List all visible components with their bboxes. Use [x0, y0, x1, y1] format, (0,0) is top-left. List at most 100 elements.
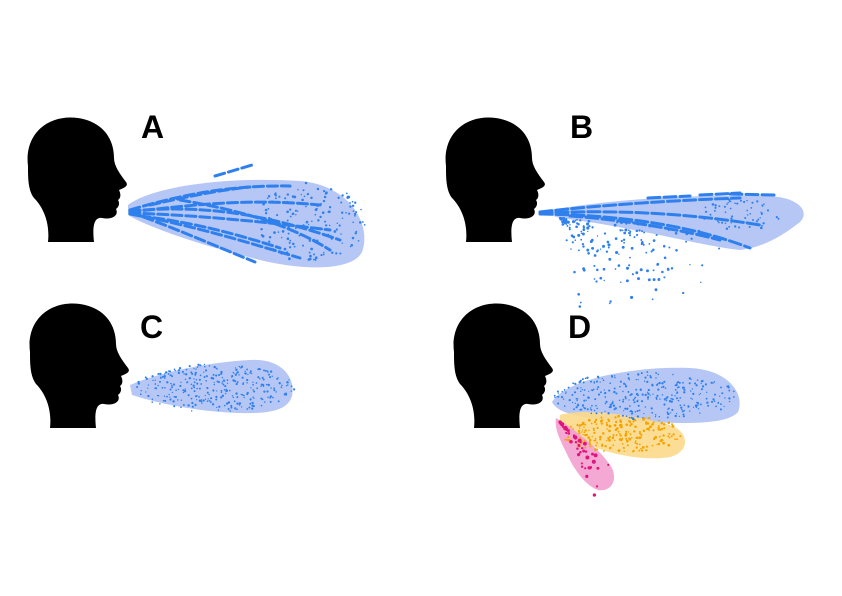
particle — [580, 408, 583, 411]
particle-streak — [148, 185, 252, 207]
particle — [236, 396, 239, 399]
particle — [580, 387, 582, 389]
particle — [273, 389, 276, 392]
particle — [662, 244, 666, 248]
particle — [581, 242, 585, 246]
particle — [264, 401, 266, 403]
particle — [667, 408, 669, 410]
particle — [580, 462, 583, 465]
particle — [638, 443, 641, 446]
particle — [617, 414, 620, 418]
particle — [746, 209, 749, 212]
particle — [232, 379, 235, 382]
particle — [677, 381, 680, 384]
particle — [300, 193, 303, 196]
particle — [206, 375, 208, 378]
particle — [674, 384, 677, 387]
particle — [563, 389, 566, 391]
particle — [730, 217, 733, 220]
particle — [667, 412, 670, 416]
particle — [654, 416, 657, 418]
particle — [647, 398, 649, 400]
particle — [703, 217, 706, 220]
particle — [604, 391, 607, 395]
particle-streak — [728, 192, 778, 197]
particle — [246, 408, 249, 410]
particle — [556, 396, 558, 398]
particle — [202, 399, 205, 402]
particle — [198, 387, 201, 390]
particle — [329, 188, 333, 191]
particle — [238, 365, 241, 368]
particle — [607, 437, 610, 440]
particle — [569, 439, 573, 444]
particle — [346, 196, 350, 199]
particle — [584, 429, 587, 432]
particle — [580, 232, 583, 235]
particle — [631, 273, 634, 276]
particle — [577, 233, 581, 237]
particle — [566, 220, 570, 224]
particle — [642, 429, 646, 433]
particle — [705, 397, 708, 400]
particle — [154, 387, 157, 390]
particle — [191, 372, 194, 375]
panel-label: B — [570, 109, 593, 145]
particle — [595, 380, 599, 383]
particle — [623, 220, 626, 223]
particle — [644, 393, 647, 397]
particle — [617, 264, 620, 267]
particle — [565, 239, 568, 242]
particle — [285, 251, 289, 254]
particle — [345, 192, 348, 195]
particle — [311, 220, 313, 223]
particle — [266, 390, 269, 393]
particle — [578, 427, 581, 429]
particle — [289, 208, 292, 211]
particle — [694, 404, 698, 407]
particle — [665, 399, 668, 402]
particle — [657, 373, 660, 376]
particle — [641, 446, 645, 449]
particle — [185, 373, 188, 376]
particle — [636, 409, 639, 413]
particle — [619, 380, 622, 383]
particle — [622, 400, 625, 403]
particle — [222, 383, 225, 386]
particle — [226, 382, 229, 384]
particle — [604, 396, 607, 398]
particle — [579, 451, 582, 454]
particle — [565, 391, 567, 393]
particle — [643, 380, 646, 382]
particle — [271, 375, 273, 377]
particle — [638, 409, 641, 412]
particle — [591, 452, 594, 456]
particle — [615, 434, 618, 436]
particle — [709, 213, 712, 216]
particle — [230, 404, 233, 407]
particle — [707, 404, 710, 407]
particle — [235, 368, 238, 371]
particle — [565, 218, 568, 220]
particle — [159, 372, 162, 376]
particle — [163, 395, 166, 397]
particle — [667, 435, 670, 438]
particle — [196, 366, 199, 368]
particle — [659, 398, 661, 400]
particle — [241, 376, 244, 379]
particle — [357, 239, 360, 242]
particle — [590, 408, 593, 411]
particle — [180, 381, 182, 383]
particle — [333, 230, 337, 233]
particle — [588, 429, 590, 432]
particle — [147, 394, 150, 398]
particle — [639, 388, 642, 391]
particle — [341, 194, 344, 197]
particle — [627, 373, 630, 376]
particle — [582, 226, 586, 229]
particle — [570, 248, 572, 250]
particle — [674, 414, 677, 418]
particle — [649, 425, 652, 429]
particle — [593, 439, 596, 442]
particle — [320, 203, 322, 205]
